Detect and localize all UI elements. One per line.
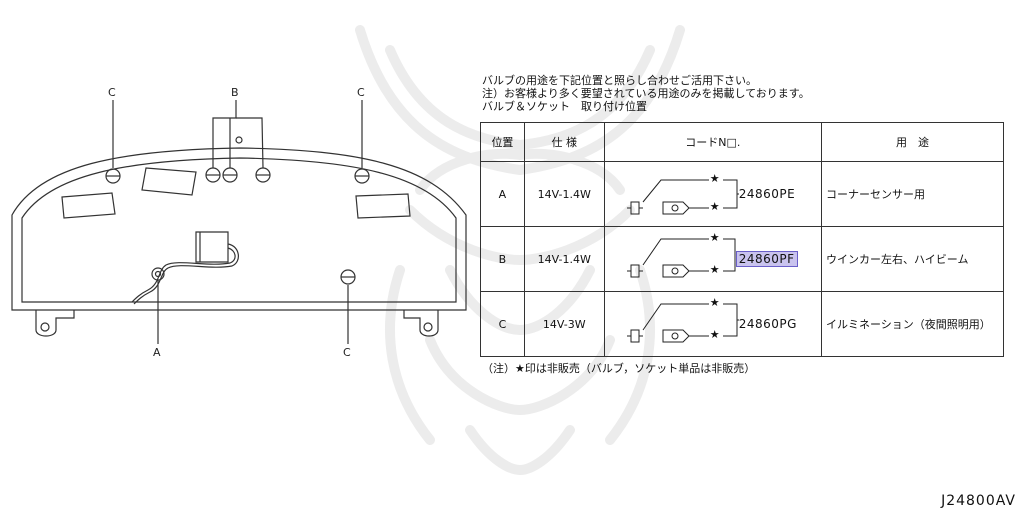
cell-spec: 14V-1.4W <box>523 226 605 292</box>
star-marker: ★ <box>709 263 720 276</box>
cell-position: A <box>480 161 525 227</box>
table-row: A 14V-1.4W ★ ★ 24860PE コーナーセンサー用 <box>480 161 1004 227</box>
bulb-socket-icon <box>626 179 739 215</box>
label-b: B <box>231 86 239 99</box>
bulb-socket-icon <box>626 303 739 343</box>
label-a: A <box>153 346 161 359</box>
note-line-2: 注）お客様より多く要望されている用途のみを掲載しております。 <box>482 87 810 100</box>
cell-position: C <box>480 291 525 357</box>
cutout-right <box>355 193 411 219</box>
cluster-housing-inner <box>21 157 457 303</box>
reference-code: J24800AV <box>941 493 1016 509</box>
cell-spec: 14V-1.4W <box>523 161 605 227</box>
label-c-right: C <box>357 86 365 99</box>
label-c-left: C <box>108 86 116 99</box>
cell-code: ★ ★ 24860PE <box>603 161 823 227</box>
mount-hole-right <box>423 322 433 332</box>
note-line-1: バルブの用途を下記位置と照らし合わせご活用下さい。 <box>482 74 757 87</box>
star-marker: ★ <box>709 231 720 244</box>
note-line-3: バルブ＆ソケット 取り付け位置 <box>482 100 647 113</box>
wire-harness <box>133 243 239 305</box>
mount-hole-left <box>40 322 50 332</box>
cutout-center <box>141 167 197 196</box>
header-use: 用 途 <box>821 122 1004 162</box>
header-position: 位置 <box>480 122 525 162</box>
cell-spec: 14V-3W <box>523 291 605 357</box>
usage-notes: バルブの用途を下記位置と照らし合わせご活用下さい。 注）お客様より多く要望されて… <box>482 74 810 113</box>
header-code: コードN□. <box>603 122 823 162</box>
part-code-highlighted[interactable]: 24860PF <box>735 251 798 267</box>
footnote: （注）★印は非販売（バルブ，ソケット単品は非販売） <box>482 362 756 375</box>
cell-use: コーナーセンサー用 <box>821 161 1004 227</box>
cutout-left <box>61 192 116 219</box>
part-code: 24860PG <box>738 317 797 331</box>
cell-code: ★ ★ 24860PG <box>603 291 823 357</box>
mount-tab-left <box>35 310 75 337</box>
star-marker: ★ <box>709 328 720 341</box>
star-marker: ★ <box>709 296 720 309</box>
cell-position: B <box>480 226 525 292</box>
table-row: C 14V-3W ★ ★ 24860PG イルミネーション（夜間照明用） <box>480 291 1004 357</box>
cell-code: ★ ★ 24860PF <box>603 226 823 292</box>
cluster-housing-outline <box>11 147 467 311</box>
star-marker: ★ <box>709 172 720 185</box>
cell-use: ウインカー左右、ハイビーム <box>821 226 1004 292</box>
cell-use: イルミネーション（夜間照明用） <box>821 291 1004 357</box>
star-marker: ★ <box>709 200 720 213</box>
mount-tab-right <box>403 310 439 337</box>
label-c-bottom: C <box>343 346 351 359</box>
table-row: B 14V-1.4W ★ ★ 24860PF ウインカー左右、ハイビーム <box>480 226 1004 292</box>
connector <box>195 231 229 263</box>
table-header-row: 位置 仕 様 コードN□. 用 途 <box>480 122 1004 162</box>
bulb-socket-table: 位置 仕 様 コードN□. 用 途 A 14V-1.4W ★ ★ 24860PE… <box>480 122 1004 357</box>
bulb-socket-icon <box>626 238 736 278</box>
header-spec: 仕 様 <box>523 122 605 162</box>
part-code: 24860PE <box>738 187 796 201</box>
